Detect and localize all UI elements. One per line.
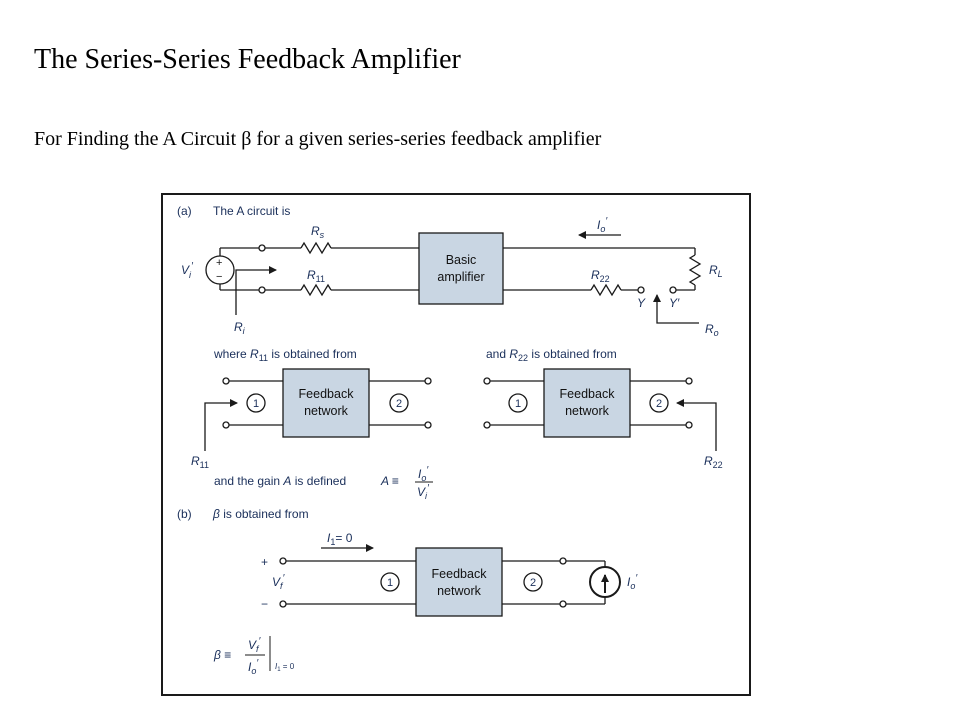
feedback-box-r11 xyxy=(282,368,370,438)
label-io-prime: Io′ xyxy=(597,216,608,234)
beta-circuit xyxy=(279,544,621,608)
feedback-beta-line2: network xyxy=(437,584,482,598)
slide-title: The Series-Series Feedback Amplifier xyxy=(34,44,461,75)
label-io-source: Io′ xyxy=(627,573,638,591)
circuit-figure: (a) The A circuit is xyxy=(161,193,751,696)
gain-symbol-a: A ≡ xyxy=(380,474,399,488)
node-y xyxy=(637,286,645,294)
beta-condition: I1 = 0 xyxy=(275,662,295,673)
label-plus-b: + xyxy=(261,555,268,569)
node-yprime xyxy=(669,286,677,294)
circuit-diagram-svg: (a) The A circuit is xyxy=(161,193,751,696)
gain-denominator: Vi′ xyxy=(417,483,430,501)
and-r22-text: and R22 is obtained from xyxy=(486,347,617,363)
part-b-text: β is obtained from xyxy=(212,507,309,521)
label-vi: Vi′ xyxy=(181,261,194,280)
beta-numerator: Vf′ xyxy=(248,636,262,654)
feedback-beta-line1: Feedback xyxy=(432,567,488,581)
beta-denominator: Io′ xyxy=(248,658,259,676)
feedback-r11-line1: Feedback xyxy=(299,387,355,401)
port-2-right: 2 xyxy=(656,398,662,410)
a-circuit xyxy=(205,231,702,324)
gain-numerator: Io′ xyxy=(418,465,429,483)
terminal xyxy=(258,286,266,294)
port-2-left: 2 xyxy=(396,398,402,410)
feedback-box-beta xyxy=(415,547,503,617)
part-a-label: (a) xyxy=(177,204,192,218)
part-b-label: (b) xyxy=(177,507,192,521)
slide-subtitle: For Finding the A Circuit β for a given … xyxy=(34,128,602,150)
resistor-r11 xyxy=(300,283,332,297)
beta-symbol: β ≡ xyxy=(213,648,231,662)
label-vf: Vf′ xyxy=(272,573,286,591)
feedback-r11-line2: network xyxy=(304,404,349,418)
feedback-network-r11 xyxy=(204,377,432,451)
label-minus-b: − xyxy=(261,597,268,611)
resistor-r22 xyxy=(590,283,622,297)
source-minus: − xyxy=(216,271,222,283)
feedback-box-r22 xyxy=(543,368,631,438)
port-1-beta: 1 xyxy=(387,577,393,589)
port-1-left: 1 xyxy=(253,398,259,410)
feedback-r22-line2: network xyxy=(565,404,610,418)
label-ri: Ri xyxy=(234,320,246,336)
basic-amplifier-line1: Basic xyxy=(446,253,477,267)
feedback-network-r22 xyxy=(483,377,717,451)
gain-text: and the gain A is defined xyxy=(214,474,346,488)
part-a-text: The A circuit is xyxy=(213,204,290,218)
source-plus: + xyxy=(216,257,222,269)
terminal xyxy=(258,244,266,252)
port-1-right: 1 xyxy=(515,398,521,410)
resistor-rl xyxy=(688,254,702,286)
current-source-io xyxy=(589,566,621,598)
where-r11-text: where R11 is obtained from xyxy=(213,347,357,363)
resistor-rs xyxy=(300,241,332,255)
feedback-r22-line1: Feedback xyxy=(560,387,616,401)
basic-amplifier-box xyxy=(418,232,504,305)
label-y: Y xyxy=(637,296,646,310)
label-yprime: Y′ xyxy=(669,296,680,310)
basic-amplifier-line2: amplifier xyxy=(437,270,484,284)
port-2-beta: 2 xyxy=(530,577,536,589)
